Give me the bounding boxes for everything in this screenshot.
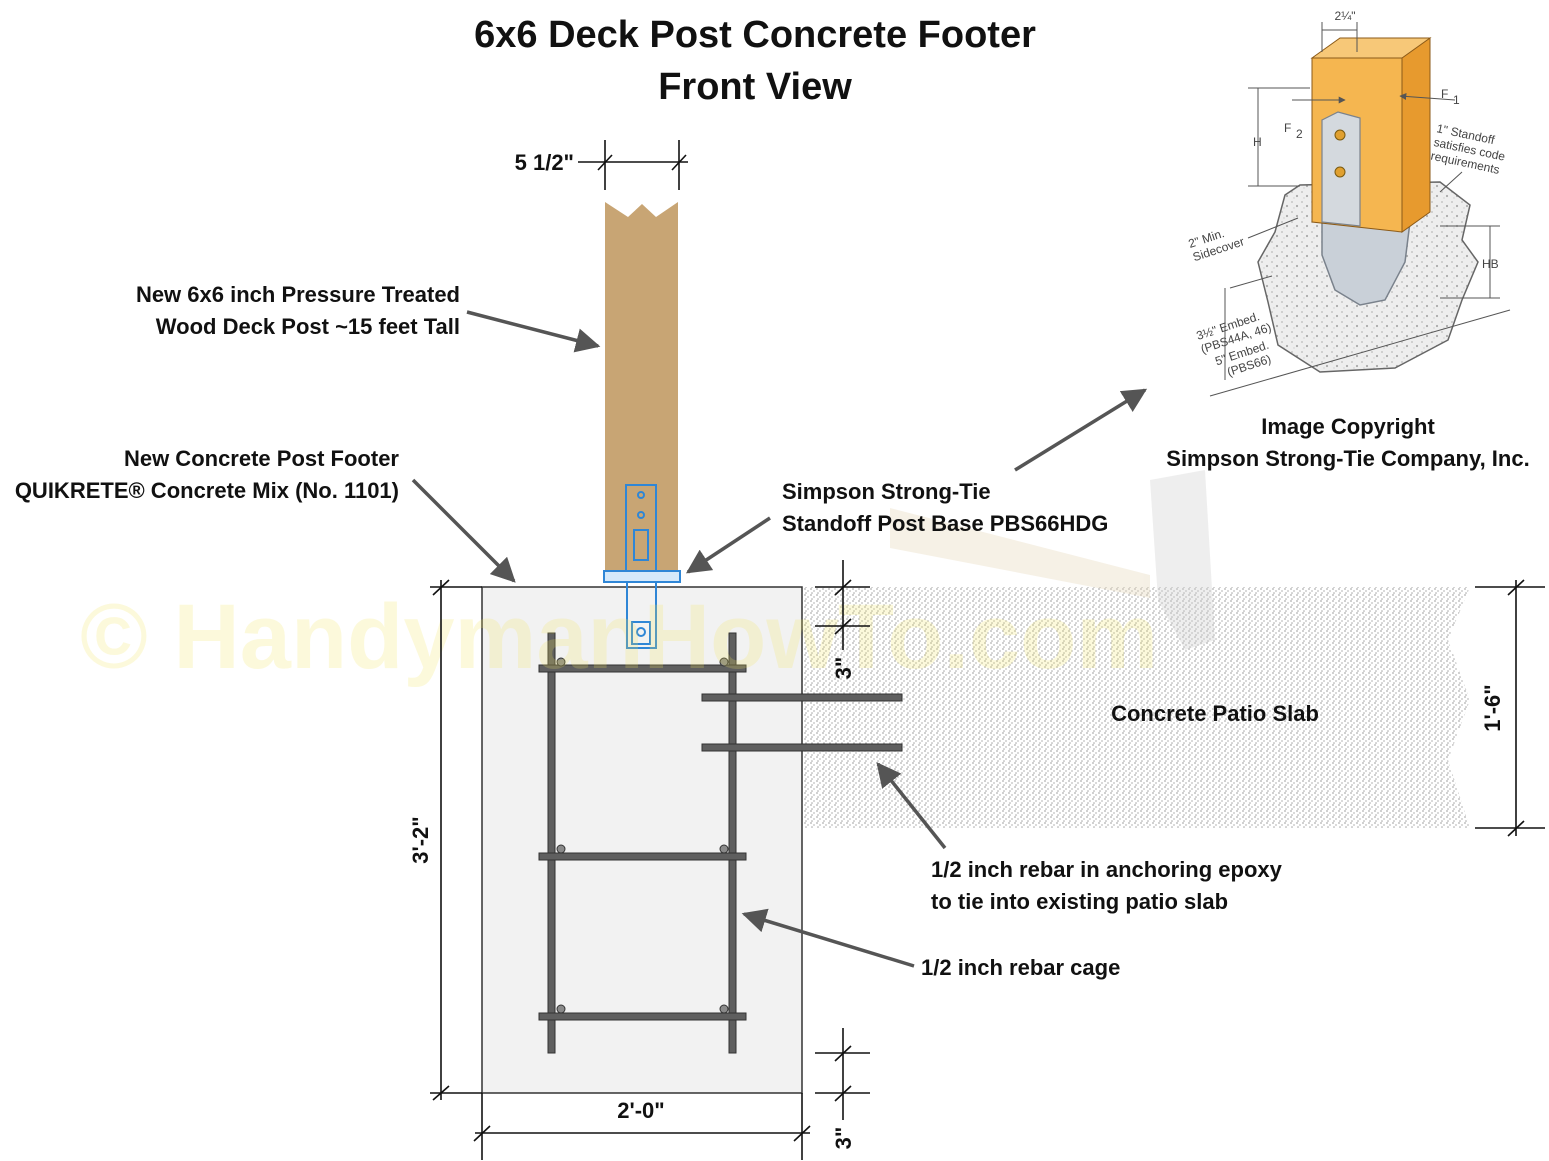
hammer-graphic bbox=[890, 470, 1215, 650]
post-base-label-line-1: Simpson Strong-Tie bbox=[782, 479, 991, 504]
inset-f1-subscript: 1 bbox=[1453, 93, 1460, 107]
copyright-line-2: Simpson Strong-Tie Company, Inc. bbox=[1166, 446, 1529, 471]
dim-top-cover: 3" bbox=[831, 657, 856, 680]
title-line-1: 6x6 Deck Post Concrete Footer bbox=[474, 14, 1036, 56]
inset-width-dim: 2¼" bbox=[1335, 9, 1356, 23]
dim-footer-height: 3'-2" bbox=[408, 816, 433, 863]
rebar-cross-sections bbox=[556, 657, 729, 1014]
copyright-line-1: Image Copyright bbox=[1261, 414, 1435, 439]
epoxy-rebar-label-line-1: 1/2 inch rebar in anchoring epoxy bbox=[931, 857, 1283, 882]
inset-f2-label: F bbox=[1284, 121, 1291, 135]
post-base-label-line-2: Standoff Post Base PBS66HDG bbox=[782, 511, 1108, 536]
dimension-lines bbox=[430, 140, 1545, 1160]
footer-label-line-1: New Concrete Post Footer bbox=[124, 446, 399, 471]
inset-wood-post-top bbox=[1310, 37, 1432, 59]
inset-f1-label: F bbox=[1441, 87, 1448, 101]
patio-slab-label: Concrete Patio Slab bbox=[1111, 701, 1319, 726]
callout-arrows bbox=[411, 310, 1148, 968]
inset-f2-subscript: 2 bbox=[1296, 127, 1303, 141]
simpson-inset-illustration: 2¼" F 1 F 2 H HB 1" Standoff satisfies c… bbox=[1187, 9, 1511, 397]
inset-h-label: H bbox=[1253, 135, 1262, 149]
dim-footer-width: 2'-0" bbox=[617, 1098, 664, 1123]
rebar-cage bbox=[538, 632, 747, 1054]
title-line-2: Front View bbox=[658, 66, 852, 108]
epoxy-rebar-label-line-2: to tie into existing patio slab bbox=[931, 889, 1228, 914]
inset-post-base bbox=[1321, 214, 1411, 306]
dim-slab-thickness: 1'-6" bbox=[1480, 684, 1505, 731]
inset-hb-label: HB bbox=[1482, 257, 1499, 271]
standoff-post-base bbox=[603, 484, 681, 649]
post-label-line-1: New 6x6 inch Pressure Treated bbox=[136, 282, 460, 307]
wood-deck-post bbox=[605, 202, 678, 572]
epoxy-rebar bbox=[701, 693, 903, 752]
concrete-patio-slab bbox=[802, 587, 1470, 828]
watermark: © HandymanHowTo.com bbox=[80, 586, 1158, 688]
rebar-cage-label: 1/2 inch rebar cage bbox=[921, 955, 1120, 980]
post-label-line-2: Wood Deck Post ~15 feet Tall bbox=[156, 314, 460, 339]
dim-bottom-cover: 3" bbox=[831, 1127, 856, 1150]
footer-label-line-2: QUIKRETE® Concrete Mix (No. 1101) bbox=[15, 478, 399, 503]
dim-post-width: 5 1/2" bbox=[515, 150, 574, 175]
inset-wood-post-side bbox=[1401, 37, 1431, 233]
